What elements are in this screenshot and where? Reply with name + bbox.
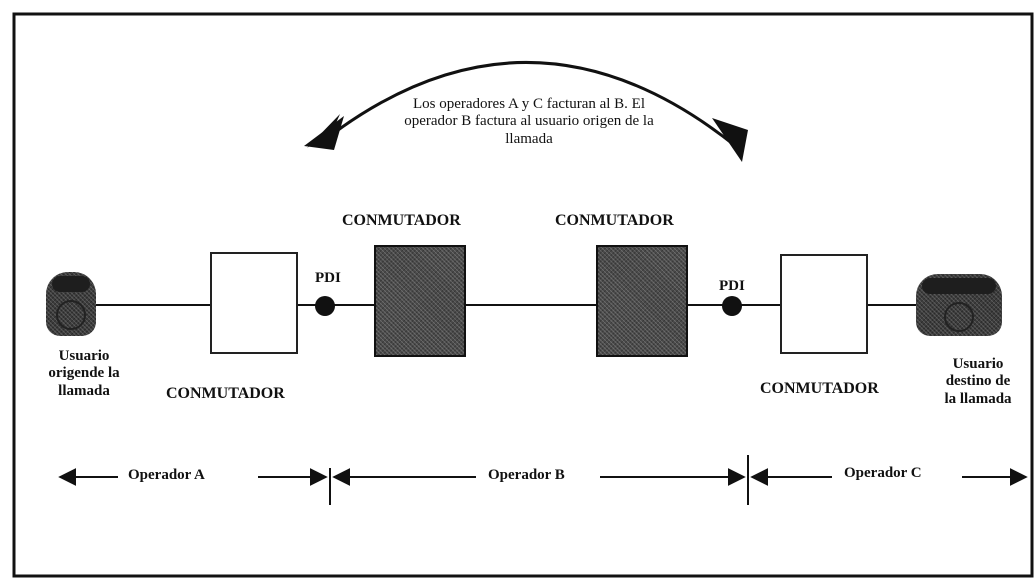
curved-arrow-left-head-icon bbox=[304, 116, 344, 150]
destination-telephone-icon bbox=[916, 274, 1002, 336]
switch-c-label: CONMUTADOR bbox=[760, 380, 879, 397]
outer-frame bbox=[12, 12, 1034, 578]
origin-user-label: Usuario origende la llamada bbox=[44, 348, 124, 400]
switch-b1-label: CONMUTADOR bbox=[342, 212, 461, 229]
switch-operator-a bbox=[210, 252, 298, 354]
destination-user-line-3: la llamada bbox=[944, 390, 1012, 407]
pdi-left-dot-icon bbox=[315, 296, 335, 316]
operator-b-label: Operador B bbox=[488, 467, 565, 483]
origin-user-line-1: Usuario bbox=[58, 348, 110, 364]
origin-user-line-3: llamada bbox=[58, 382, 110, 399]
pdi-right-dot-icon bbox=[722, 296, 742, 316]
origin-telephone-icon bbox=[46, 272, 96, 336]
destination-user-label: Usuario destino de la llamada bbox=[930, 356, 1026, 408]
billing-caption-line-3: llamada bbox=[505, 130, 553, 147]
origin-user-line-2: origende la bbox=[48, 365, 120, 382]
billing-caption-line-1: Los operadores A y C facturan al B. El bbox=[412, 96, 646, 112]
switch-operator-b-1 bbox=[374, 245, 466, 357]
pdi-right-label: PDI bbox=[719, 278, 745, 294]
switch-a-label: CONMUTADOR bbox=[166, 385, 285, 402]
switch-operator-c bbox=[780, 254, 868, 354]
destination-user-line-1: Usuario bbox=[952, 356, 1004, 372]
curved-arrow-line bbox=[321, 61, 739, 150]
billing-caption-line-2: operador B factura al usuario origen de … bbox=[404, 113, 654, 130]
operator-a-label: Operador A bbox=[128, 467, 205, 483]
switch-b2-label: CONMUTADOR bbox=[555, 212, 674, 229]
operator-c-label: Operador C bbox=[844, 465, 922, 481]
switch-operator-b-2 bbox=[596, 245, 688, 357]
curved-arrow-right-head-icon bbox=[712, 118, 748, 162]
billing-caption: Los operadores A y C facturan al B. El o… bbox=[330, 96, 728, 148]
pdi-left-label: PDI bbox=[315, 270, 341, 286]
destination-user-line-2: destino de bbox=[945, 373, 1011, 390]
